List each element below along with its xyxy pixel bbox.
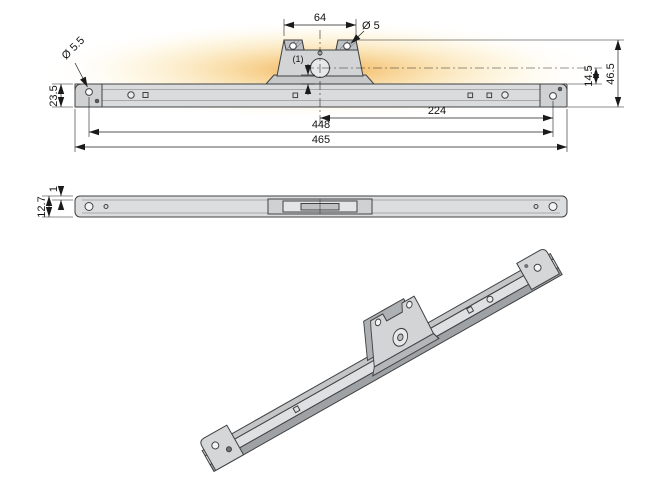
rail-detail-holes bbox=[127, 91, 509, 99]
iso-rail-detail-holes bbox=[292, 295, 494, 414]
plan-hole-left bbox=[84, 202, 94, 211]
dim-text-gap: (1) bbox=[293, 54, 304, 64]
dim-hole-spacing: 448 bbox=[88, 97, 553, 137]
dim-text-dia5: Ø 5 bbox=[362, 20, 380, 32]
dim-text-145: 14.5 bbox=[583, 65, 595, 86]
dim-profile-width: 12.7 bbox=[36, 195, 73, 218]
dim-overall-length: 465 bbox=[74, 109, 568, 152]
dim-text-127: 12.7 bbox=[36, 196, 48, 217]
rail-body bbox=[74, 83, 568, 108]
dim-text-64: 64 bbox=[314, 12, 326, 24]
dim-bracket-hole-dia: Ø 5 bbox=[350, 20, 380, 44]
rivet-left bbox=[94, 98, 100, 104]
iso-rivet-right bbox=[524, 264, 529, 269]
end-hole-left bbox=[85, 88, 93, 96]
isometric-view bbox=[200, 249, 563, 473]
dim-bracket-width: 64 bbox=[283, 12, 357, 36]
dim-center-to-hole: 224 bbox=[320, 101, 554, 137]
bracket-hole-left bbox=[289, 42, 297, 50]
plan-center-detail bbox=[267, 198, 373, 215]
plan-view: 12.7 1 bbox=[36, 186, 568, 218]
iso-bracket-hole-left bbox=[374, 318, 382, 327]
end-hole-right bbox=[549, 92, 557, 100]
iso-pivot-center bbox=[397, 333, 404, 342]
dim-text-448: 448 bbox=[312, 119, 330, 131]
dim-text-1: 1 bbox=[48, 186, 60, 192]
plan-hole-left-small bbox=[103, 204, 109, 209]
bracket-hole-right bbox=[343, 42, 351, 50]
dim-text-465: 465 bbox=[312, 134, 330, 146]
dim-text-224: 224 bbox=[428, 105, 446, 117]
iso-rail-bottom-face bbox=[209, 266, 563, 473]
iso-mounting-bracket bbox=[363, 295, 440, 377]
dim-material-thickness: 1 bbox=[48, 186, 73, 210]
iso-bracket-hole-right bbox=[406, 300, 413, 309]
mounting-bracket bbox=[264, 39, 376, 85]
dim-text-465h: 46.5 bbox=[605, 63, 617, 84]
iso-rivet-left bbox=[225, 446, 232, 453]
rivet-right bbox=[557, 86, 563, 92]
iso-end-hole-left bbox=[211, 441, 220, 450]
iso-bracket-wings bbox=[372, 332, 440, 377]
front-view: 64 Ø 5 Ø 5.5 23.5 (1) bbox=[48, 12, 624, 152]
plan-hole-right bbox=[548, 202, 558, 211]
iso-end-hole-right bbox=[533, 263, 542, 272]
dim-text-235: 23.5 bbox=[48, 85, 60, 106]
iso-end-plate-left bbox=[200, 424, 245, 472]
plan-hole-right-small bbox=[533, 204, 539, 209]
dim-gap: (1) bbox=[293, 54, 315, 95]
dim-profile-height: 23.5 bbox=[48, 83, 73, 108]
bracket-wings bbox=[264, 74, 376, 85]
dim-heights-right: 14.5 46.5 bbox=[358, 39, 624, 108]
